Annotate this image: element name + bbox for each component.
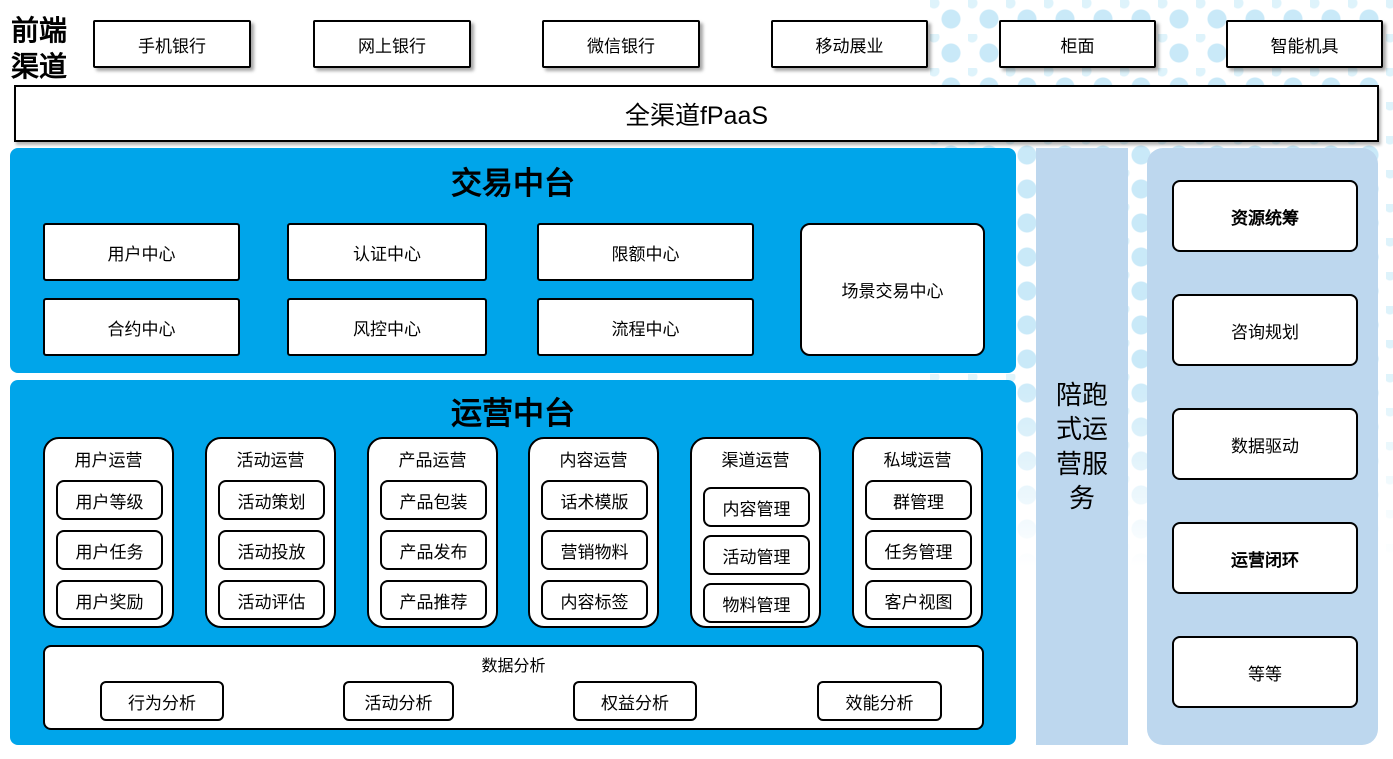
group-private-domain-operation: 私域运营 群管理 任务管理 客户视图 [852, 437, 983, 628]
group-product-operation: 产品运营 产品包装 产品发布 产品推荐 [367, 437, 498, 628]
data-analysis-bar: 数据分析 行为分析 活动分析 权益分析 效能分析 [43, 645, 984, 730]
center-box-risk: 风控中心 [287, 298, 487, 356]
group-item: 营销物料 [541, 530, 648, 570]
center-box-auth: 认证中心 [287, 223, 487, 281]
group-item: 活动策划 [218, 480, 325, 520]
center-box-process: 流程中心 [537, 298, 754, 356]
service-panel: 资源统筹 咨询规划 数据驱动 运营闭环 等等 [1147, 148, 1378, 745]
group-item: 产品推荐 [380, 580, 487, 620]
group-activity-operation: 活动运营 活动策划 活动投放 活动评估 [205, 437, 336, 628]
group-item: 用户等级 [56, 480, 163, 520]
center-box-limit: 限额中心 [537, 223, 754, 281]
channel-box-mobile-banking: 手机银行 [93, 20, 251, 68]
center-box-scenario-transaction: 场景交易中心 [800, 223, 985, 356]
group-title: 私域运营 [883, 451, 952, 470]
analysis-item-activity: 活动分析 [343, 681, 454, 721]
group-item: 用户任务 [56, 530, 163, 570]
group-item: 物料管理 [703, 583, 810, 623]
operation-platform-section: 运营中台 用户运营 用户等级 用户任务 用户奖励 活动运营 活动策划 活动投放 … [10, 380, 1016, 745]
group-item: 活动投放 [218, 530, 325, 570]
group-item: 群管理 [865, 480, 972, 520]
group-item: 客户视图 [865, 580, 972, 620]
center-box-contract: 合约中心 [43, 298, 240, 356]
channel-box-counter: 柜面 [999, 20, 1156, 68]
group-item: 产品包装 [380, 480, 487, 520]
group-item: 用户奖励 [56, 580, 163, 620]
fpaas-bar: 全渠道fPaaS [14, 85, 1379, 142]
companion-service-bar: 陪跑式运营服务 [1036, 148, 1128, 745]
service-item-operation-loop: 运营闭环 [1172, 522, 1358, 594]
group-user-operation: 用户运营 用户等级 用户任务 用户奖励 [43, 437, 174, 628]
group-title: 产品运营 [398, 451, 467, 470]
group-title: 渠道运营 [721, 451, 790, 470]
group-item: 活动评估 [218, 580, 325, 620]
channel-box-wechat-banking: 微信银行 [542, 20, 700, 68]
frontend-channels-label: 前端渠道 [10, 16, 67, 83]
operation-platform-title: 运营中台 [451, 396, 575, 431]
transaction-platform-section: 交易中台 用户中心 认证中心 限额中心 合约中心 风控中心 流程中心 场景交易中… [10, 148, 1016, 373]
channel-box-online-banking: 网上银行 [313, 20, 471, 68]
center-box-user: 用户中心 [43, 223, 240, 281]
service-item-etc: 等等 [1172, 636, 1358, 708]
group-item: 活动管理 [703, 535, 810, 575]
service-item-data-driven: 数据驱动 [1172, 408, 1358, 480]
group-title: 用户运营 [74, 451, 143, 470]
channel-box-mobile-sales: 移动展业 [771, 20, 928, 68]
companion-service-label: 陪跑式运营服务 [1055, 379, 1108, 513]
channel-box-smart-devices: 智能机具 [1226, 20, 1383, 68]
service-item-consulting: 咨询规划 [1172, 294, 1358, 366]
group-channel-operation: 渠道运营 内容管理 活动管理 物料管理 [690, 437, 821, 628]
group-item: 内容管理 [703, 487, 810, 527]
group-title: 内容运营 [559, 451, 628, 470]
analysis-item-efficiency: 效能分析 [817, 681, 942, 721]
service-item-resource-planning: 资源统筹 [1172, 180, 1358, 252]
analysis-item-rights: 权益分析 [573, 681, 697, 721]
analysis-item-behavior: 行为分析 [100, 681, 224, 721]
group-content-operation: 内容运营 话术模版 营销物料 内容标签 [528, 437, 659, 628]
group-item: 话术模版 [541, 480, 648, 520]
data-analysis-title: 数据分析 [481, 658, 546, 675]
group-item: 内容标签 [541, 580, 648, 620]
transaction-platform-title: 交易中台 [451, 166, 575, 201]
group-item: 产品发布 [380, 530, 487, 570]
group-item: 任务管理 [865, 530, 972, 570]
group-title: 活动运营 [236, 451, 305, 470]
